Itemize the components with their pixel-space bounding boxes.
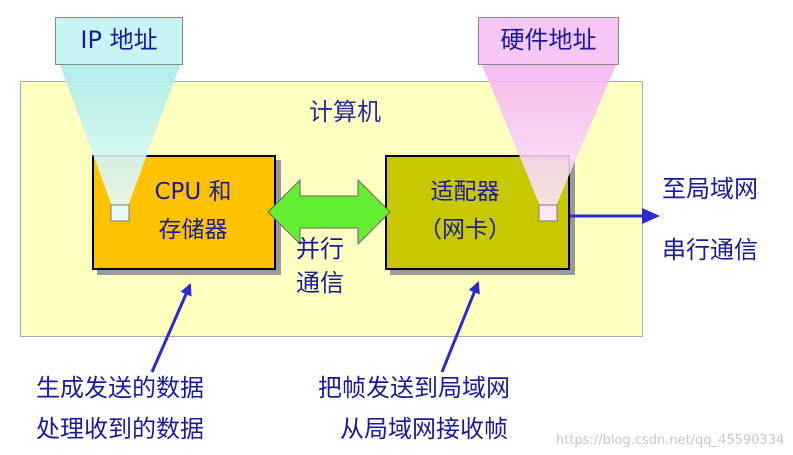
ip-marker [110,204,130,222]
hw-cone [482,65,616,206]
parallel-label-line2: 通信 [296,269,344,297]
ip-cone [60,65,180,206]
watermark: https://blog.csdn.net/qq_45590334 [556,433,785,448]
hw-marker [538,204,558,222]
parallel-double-arrow [267,178,391,246]
hardware-address-tag: 硬件地址 [478,17,619,65]
adapter-note-arrow [440,281,480,373]
lan-arrow-head [642,208,660,224]
adapter-note-line2: 从局域网接收帧 [340,415,508,443]
adapter-note-line1: 把帧发送到局域网 [318,374,510,402]
network-label-line1: 至局域网 [662,175,758,203]
adapter-label-line2: （网卡） [419,217,511,243]
computer-label: 计算机 [309,98,381,126]
cpu-note-line2: 处理收到的数据 [36,415,204,443]
parallel-label-line1: 并行 [296,235,344,263]
ip-address-tag: IP 地址 [55,17,183,65]
cpu-note-arrow [150,283,192,373]
cpu-note-line1: 生成发送的数据 [36,374,204,402]
adapter-label-line1: 适配器 [430,179,500,205]
cpu-label-line1: CPU 和 [154,179,232,205]
network-label-line2: 串行通信 [662,236,758,264]
cpu-label-line2: 存储器 [158,217,228,243]
